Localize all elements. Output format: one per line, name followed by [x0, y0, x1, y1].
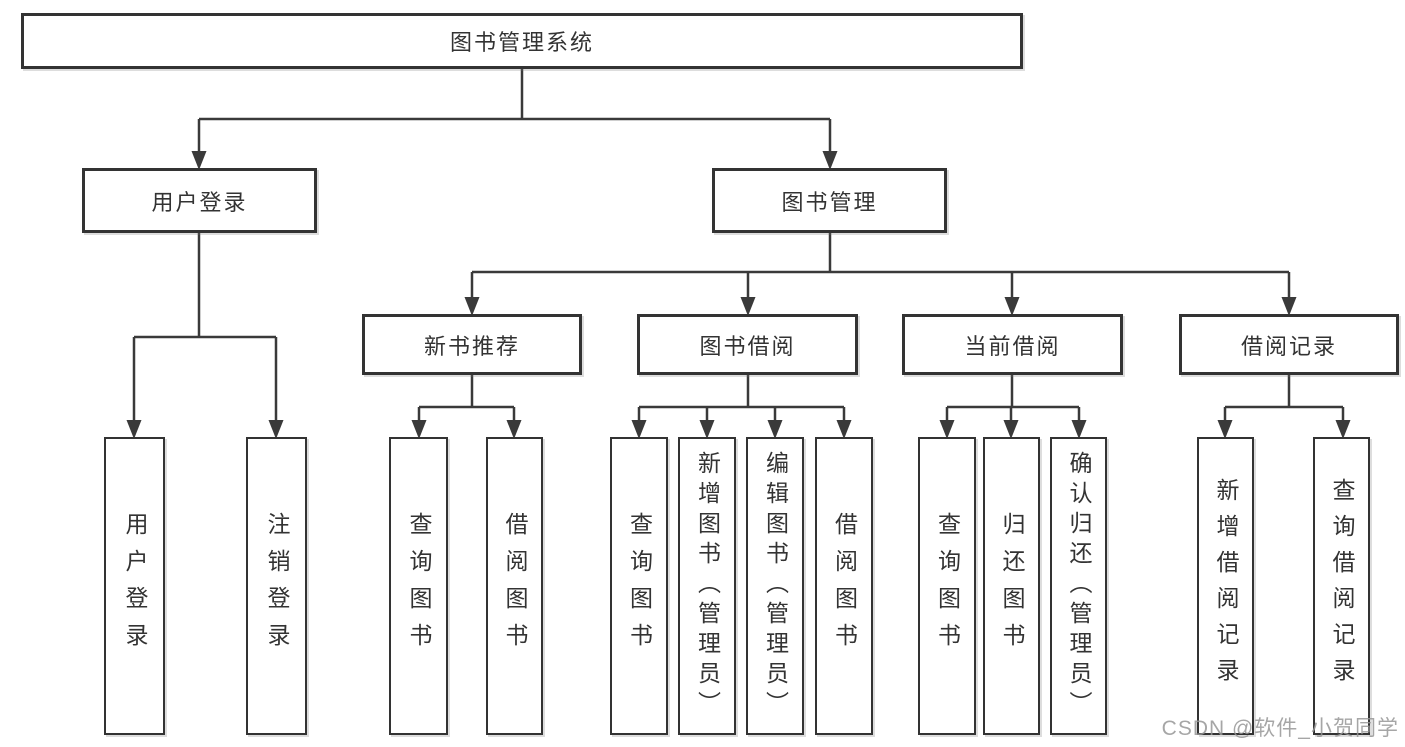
- node-label: 注销登录: [264, 512, 290, 660]
- leaf-user-login: 用户登录: [104, 437, 165, 735]
- leaf-query-borrow-record: 查询借阅记录: [1313, 437, 1370, 735]
- node-label: 查询图书: [934, 512, 961, 660]
- node-label: 编辑图书（管理员）: [762, 451, 789, 721]
- node-label: 图书借阅: [699, 333, 796, 359]
- node-label: 新书推荐: [423, 333, 520, 359]
- leaf-borrow-books-1: 借阅图书: [486, 437, 543, 735]
- node-label: 图书管理: [781, 189, 878, 215]
- node-label: 确认归还（管理员）: [1066, 451, 1092, 721]
- arrowheads: [126, 151, 1351, 439]
- node-new-book-recommendation: 新书推荐: [362, 314, 582, 375]
- node-label: 当前借阅: [964, 333, 1061, 359]
- node-label: 查询图书: [626, 512, 653, 660]
- leaf-edit-book-admin: 编辑图书（管理员）: [746, 437, 804, 735]
- node-borrowing-records: 借阅记录: [1179, 314, 1399, 375]
- node-label: 查询图书: [406, 512, 432, 660]
- leaf-borrow-books-2: 借阅图书: [815, 437, 873, 735]
- leaf-add-book-admin: 新增图书（管理员）: [678, 437, 736, 735]
- node-label: 借阅图书: [502, 512, 528, 660]
- leaf-query-books-2: 查询图书: [610, 437, 668, 735]
- csdn-watermark: CSDN @软件_小贺同学: [1161, 717, 1399, 740]
- node-label: 新增图书（管理员）: [694, 451, 721, 721]
- node-label: 图书管理系统: [449, 30, 594, 55]
- leaf-logout: 注销登录: [246, 437, 307, 735]
- node-label: 用户登录: [151, 189, 248, 215]
- node-label: 借阅记录: [1240, 333, 1337, 359]
- leaf-return-book: 归还图书: [983, 437, 1040, 735]
- node-label: 查询借阅记录: [1329, 478, 1355, 694]
- node-label: 用户登录: [122, 512, 148, 660]
- leaf-confirm-return-admin: 确认归还（管理员）: [1050, 437, 1107, 735]
- node-label: 新增借阅记录: [1213, 478, 1239, 694]
- node-label: 归还图书: [999, 512, 1025, 660]
- node-current-borrowing: 当前借阅: [902, 314, 1123, 375]
- leaf-query-books-1: 查询图书: [389, 437, 448, 735]
- node-label: 借阅图书: [831, 512, 858, 660]
- node-book-management: 图书管理: [712, 168, 947, 233]
- node-book-borrowing: 图书借阅: [637, 314, 858, 375]
- node-user-login: 用户登录: [82, 168, 317, 233]
- node-library-management-system: 图书管理系统: [21, 13, 1023, 69]
- leaf-query-books-3: 查询图书: [918, 437, 976, 735]
- leaf-add-borrow-record: 新增借阅记录: [1197, 437, 1254, 735]
